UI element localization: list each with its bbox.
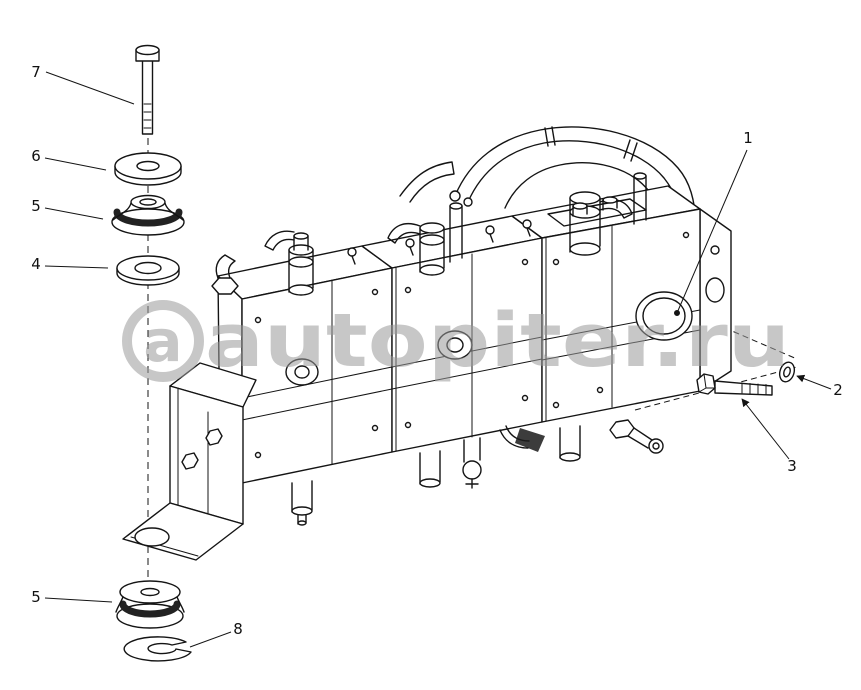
leader-line-3 <box>741 398 790 460</box>
watermark-logo-ring <box>122 300 204 382</box>
cover-plate-part-1 <box>635 291 693 341</box>
clip-part-8 <box>123 636 192 662</box>
leader-line-5-bottom <box>44 597 113 603</box>
callout-label-8: 8 <box>233 620 243 638</box>
callout-label-5-top: 5 <box>31 197 41 215</box>
leader-line-5-top <box>44 207 104 220</box>
pump-assembly <box>211 126 732 526</box>
leader-line-1 <box>676 149 748 314</box>
leader-line-2 <box>796 374 832 390</box>
bolt-part-3 <box>696 373 773 396</box>
callout-label-3: 3 <box>787 457 797 475</box>
leader-line-4 <box>44 265 109 269</box>
callout-label-2: 2 <box>833 381 843 399</box>
callout-label-7: 7 <box>31 63 41 81</box>
watermark-text: autopiter.ru <box>205 298 790 384</box>
leader-line-7 <box>45 71 135 105</box>
isolator-part-5-bottom <box>115 580 185 629</box>
washer-part-6 <box>114 152 182 186</box>
callout-label-6: 6 <box>31 147 41 165</box>
leader-dot-1 <box>674 310 680 316</box>
bottom-fittings <box>291 419 664 526</box>
washer-part-2 <box>778 361 796 383</box>
watermark-logo-letter: a <box>143 307 182 375</box>
leader-line-6 <box>44 157 107 171</box>
pump-module-right <box>511 185 732 423</box>
isolator-part-5-top <box>111 194 185 236</box>
callout-label-4: 4 <box>31 255 41 273</box>
watermark: a autopiter.ru <box>122 298 790 384</box>
top-fittings <box>211 172 647 296</box>
washer-part-4 <box>116 255 180 286</box>
leader-line-8 <box>189 631 232 648</box>
bolt-part-7 <box>135 44 160 135</box>
callout-label-1: 1 <box>743 129 753 147</box>
callout-label-5-bottom: 5 <box>31 588 41 606</box>
pump-module-middle <box>361 215 543 453</box>
bracket-part <box>122 362 257 561</box>
